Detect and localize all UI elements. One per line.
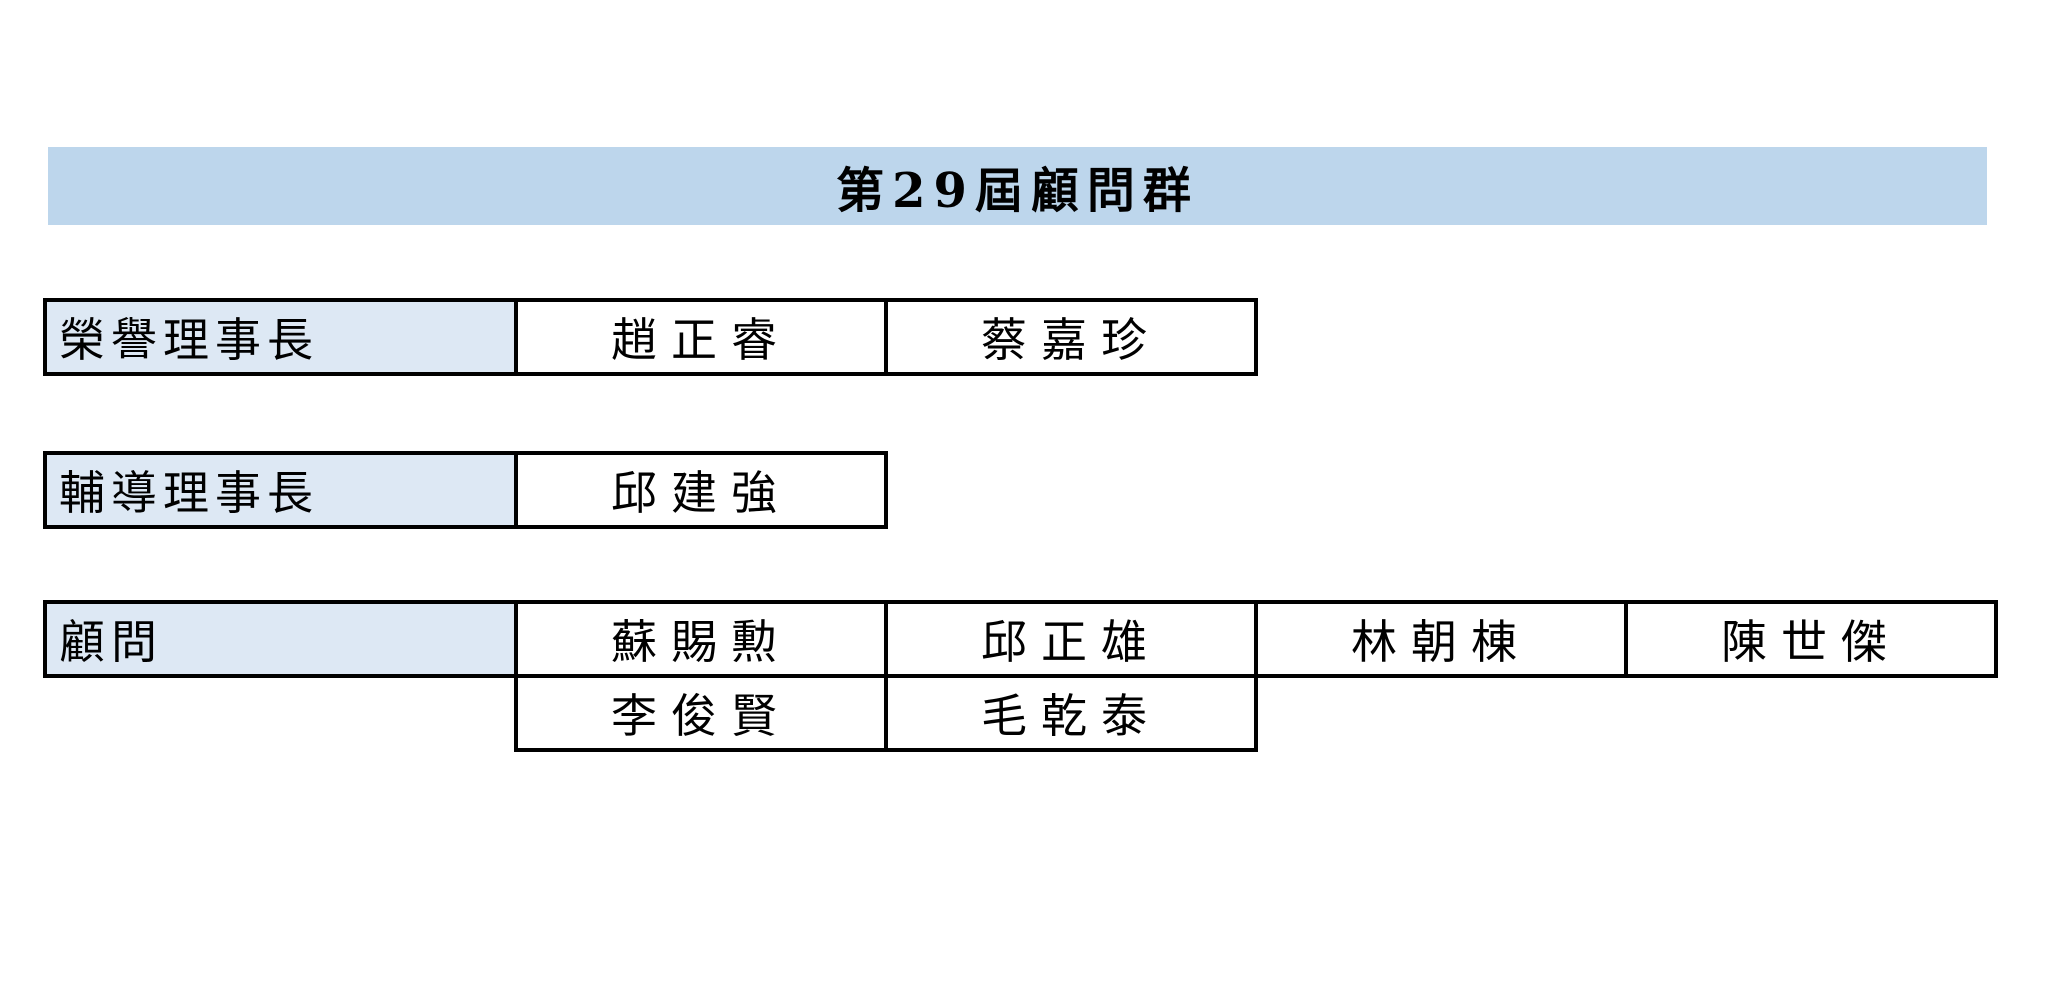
member-name-cell: 陳世傑	[1624, 600, 1998, 678]
member-name: 邱建強	[611, 466, 791, 520]
member-name: 蘇賜勲	[611, 615, 791, 669]
advisors-row-1: 顧問 蘇賜勲 邱正雄 林朝棟 陳世傑	[43, 600, 1998, 678]
member-name-cell: 蘇賜勲	[514, 600, 888, 678]
role-label: 輔導理事長	[59, 466, 319, 520]
honorary-chairman-row: 榮譽理事長 趙正睿 蔡嘉珍	[43, 298, 1258, 376]
counseling-chairman-label-cell: 輔導理事長	[43, 451, 518, 529]
role-label: 榮譽理事長	[59, 313, 319, 367]
advisors-label-cell: 顧問	[43, 600, 518, 678]
member-name: 趙正睿	[611, 313, 791, 367]
member-name-cell: 李俊賢	[514, 674, 888, 752]
role-label: 顧問	[59, 615, 163, 669]
member-name: 李俊賢	[611, 689, 791, 743]
member-name: 蔡嘉珍	[981, 313, 1161, 367]
member-name-cell: 毛乾泰	[884, 674, 1258, 752]
member-name: 邱正雄	[981, 615, 1161, 669]
title-banner: 第29屆顧問群	[48, 147, 1987, 225]
member-name: 毛乾泰	[981, 689, 1161, 743]
member-name: 林朝棟	[1351, 615, 1531, 669]
member-name-cell: 林朝棟	[1254, 600, 1628, 678]
member-name: 陳世傑	[1721, 615, 1901, 669]
page-title: 第29屆顧問群	[836, 163, 1199, 219]
member-name-cell: 邱建強	[514, 451, 888, 529]
advisors-row-2: 李俊賢 毛乾泰	[514, 674, 1258, 752]
honorary-chairman-label-cell: 榮譽理事長	[43, 298, 518, 376]
member-name-cell: 趙正睿	[514, 298, 888, 376]
member-name-cell: 蔡嘉珍	[884, 298, 1258, 376]
member-name-cell: 邱正雄	[884, 600, 1258, 678]
counseling-chairman-row: 輔導理事長 邱建強	[43, 451, 888, 529]
